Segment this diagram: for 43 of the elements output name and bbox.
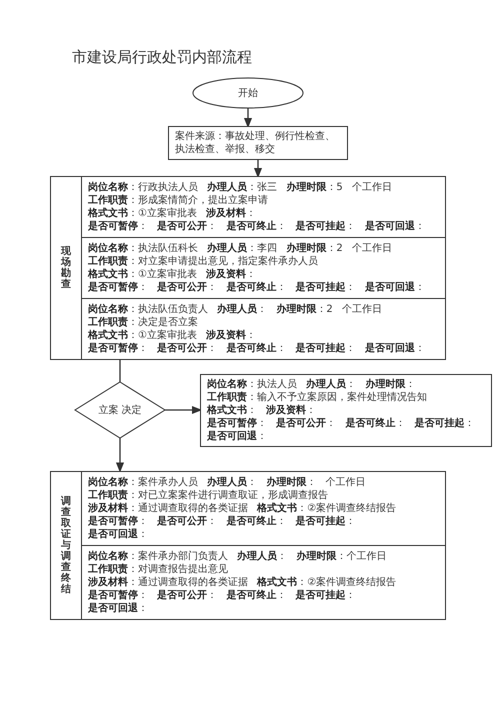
- process-box: [168, 126, 348, 160]
- task-field-line: 工作职责：输入不予立案原因，案件处理情况告知: [207, 390, 428, 404]
- task-field-line: 是否可暂停： 是否可公开： 是否可终止： 是否可挂起：: [88, 588, 357, 602]
- task-field-line: 格式文书：①立案审批表 涉及资料：: [88, 268, 258, 281]
- task-field-line: 工作职责：对立案申请提出意见，指定案件承办人员: [88, 255, 319, 268]
- task-field-line: 工作职责：对调查报告提出意见: [88, 562, 229, 576]
- stage-label: 调查取证与调查终结: [61, 496, 71, 594]
- stage-label: 现场勘查: [61, 246, 71, 290]
- decision-label: 立案 决定: [98, 404, 142, 416]
- arrow: [116, 438, 124, 472]
- task-field-line: 格式文书：①立案审批表 涉及材料：: [88, 207, 258, 220]
- decision-diamond: [75, 382, 165, 438]
- process-box: [200, 374, 492, 446]
- task-field-line: 岗位名称：执法队伍负责人 办理人员： 办理时限：2 个工作日: [88, 303, 383, 316]
- task-field-line: 是否可暂停： 是否可公开： 是否可终止： 是否可挂起： 是否可回退：: [88, 342, 426, 355]
- task-field-line: 是否可回退：: [207, 430, 268, 442]
- process-label: 案件来源：事故处理、例行性检查、执法检查、举报、移交: [175, 130, 336, 156]
- task-field-line: 是否可暂停： 是否可公开： 是否可终止： 是否可挂起： 是否可回退：: [88, 281, 426, 294]
- task-field-line: 格式文书：①立案审批表 涉及资料：: [88, 329, 258, 342]
- arrow: [165, 406, 202, 414]
- start-ellipse: [193, 78, 303, 108]
- task-field-line: 涉及材料：通过调查取得的各类证据 格式文书：②案件调查终结报告: [88, 502, 398, 514]
- task-field-line: 工作职责：形成案情简介，提出立案申请: [88, 194, 269, 207]
- task-field-line: 是否可回退：: [88, 602, 149, 614]
- task-field-line: 格式文书： 涉及资料：: [207, 404, 318, 416]
- task-field-line: 工作职责：决定是否立案: [88, 316, 199, 329]
- task-field-line: 岗位名称：案件承办人员 办理人员： 办理时限： 个工作日: [88, 476, 367, 488]
- diagram-title: 市建设局行政处罚内部流程: [72, 48, 252, 67]
- task-field-line: 涉及材料：通过调查取得的各类证据 格式文书：②案件调查终结报告: [88, 576, 398, 588]
- task-field-line: 是否可暂停： 是否可公开： 是否可终止： 是否可挂起：: [207, 416, 476, 430]
- task-field-line: 是否可回退：: [88, 528, 149, 540]
- start-label: 开始: [238, 86, 258, 100]
- arrow: [244, 108, 252, 128]
- stage-panel: [50, 176, 446, 360]
- task-field-line: 是否可暂停： 是否可公开： 是否可终止： 是否可挂起：: [88, 514, 357, 528]
- task-field-line: 岗位名称：执法人员 办理人员： 办理时限：: [207, 378, 416, 390]
- task-field-line: 岗位名称：行政执法人员 办理人员：张三 办理时限：5 个工作日: [88, 181, 393, 194]
- task-field-line: 工作职责：对已立案案件进行调查取证，形成调查报告: [88, 488, 329, 502]
- arrow: [254, 160, 262, 178]
- task-field-line: 岗位名称：执法队伍科长 办理人员：李四 办理时限：2 个工作日: [88, 242, 393, 255]
- task-field-line: 岗位名称：案件承办部门负责人 办理人员： 办理时限：个工作日: [88, 550, 388, 562]
- task-field-line: 是否可暂停： 是否可公开： 是否可终止： 是否可挂起： 是否可回退：: [88, 220, 426, 233]
- stage-panel: [50, 470, 446, 620]
